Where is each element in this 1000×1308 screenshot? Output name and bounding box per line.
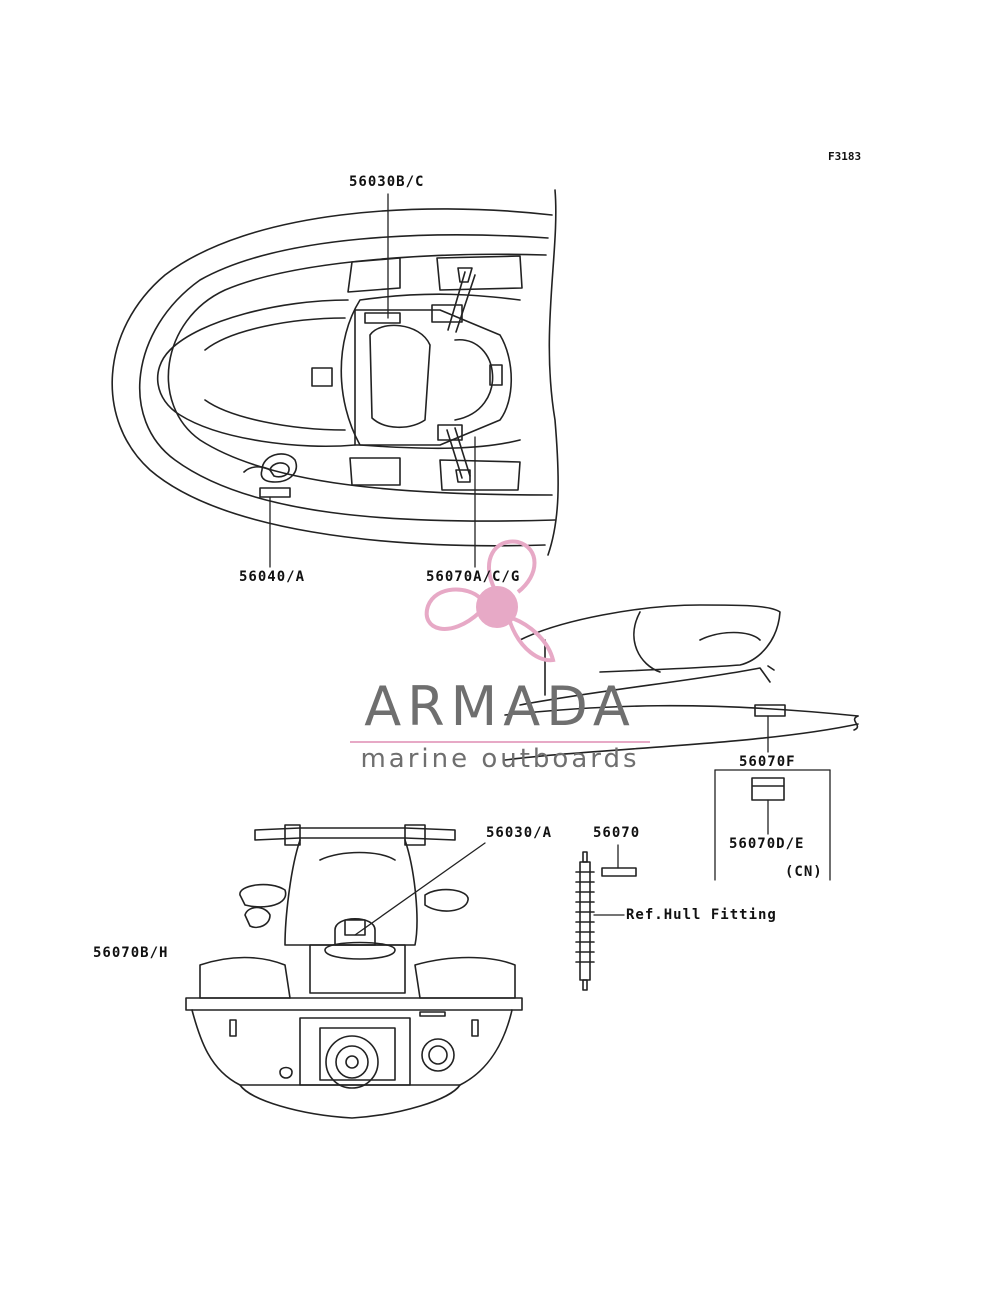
label-56070a-c-g: 56070A/C/G xyxy=(426,569,521,585)
watermark-title: ARMADA xyxy=(364,675,636,738)
label-56070b-h: 56070B/H xyxy=(93,945,169,961)
watermark-divider xyxy=(350,741,650,743)
side-view-hull xyxy=(504,604,859,761)
label-56070d-e: 56070D/E xyxy=(729,836,805,852)
propeller-logo-icon xyxy=(424,539,556,663)
top-view-deck xyxy=(111,189,559,556)
figure-code: F3183 xyxy=(828,150,862,163)
label-ref-hull-fitting: Ref.Hull Fitting xyxy=(626,907,777,923)
label-56040-a: 56040/A xyxy=(239,569,306,585)
label-cn: (CN) xyxy=(785,864,823,880)
label-56030-a: 56030/A xyxy=(486,825,553,841)
hull-fitting xyxy=(575,851,637,991)
label-56070f: 56070F xyxy=(739,754,796,770)
part-56070de xyxy=(751,777,785,801)
watermark-subtitle: marine outboards xyxy=(360,744,640,774)
rear-view-craft xyxy=(185,824,523,1119)
label-56070: 56070 xyxy=(593,825,641,841)
label-56030b-c: 56030B/C xyxy=(349,174,425,190)
leader-lines xyxy=(269,193,831,936)
